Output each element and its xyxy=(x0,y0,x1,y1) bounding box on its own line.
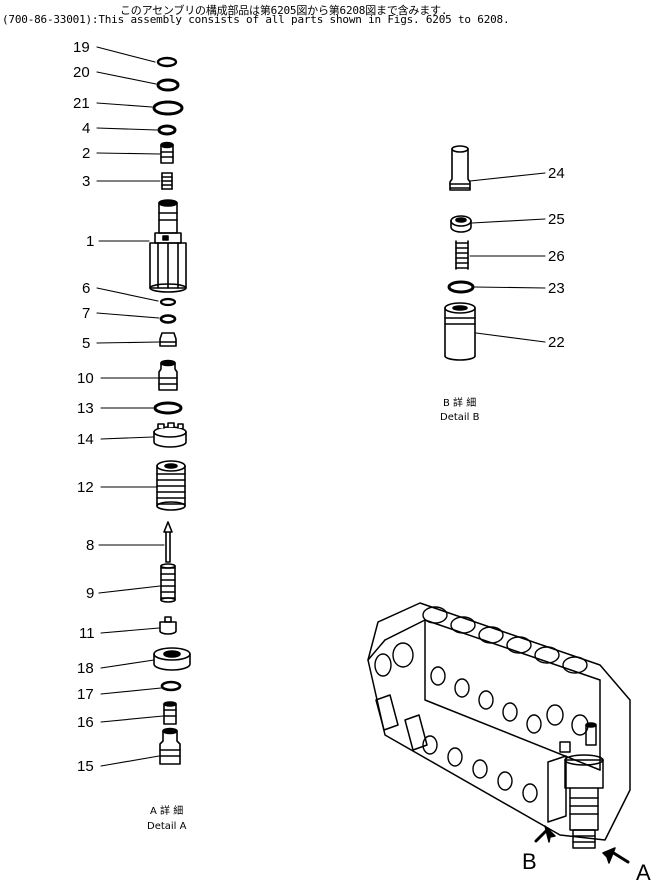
callout-8: 8 xyxy=(86,537,94,554)
detail-b-leaders xyxy=(469,172,546,343)
part-1-body xyxy=(149,199,187,293)
callout-3: 3 xyxy=(82,173,90,190)
header-english: (700-86-33001):This assembly consists of… xyxy=(2,13,510,26)
callout-1: 1 xyxy=(86,233,94,250)
detail-a-caption-jp: A 詳 細 xyxy=(150,804,183,817)
detail-b-parts xyxy=(444,145,476,361)
callout-24: 24 xyxy=(548,165,565,182)
callout-10: 10 xyxy=(77,370,94,387)
header-japanese: このアセンブリの構成部品は第6205図から第6208図まで含みます. xyxy=(120,4,448,17)
detail-b-caption-jp: B 詳 細 xyxy=(443,396,476,409)
callout-11: 11 xyxy=(79,625,95,642)
part-14-nut xyxy=(153,422,187,448)
callout-9: 9 xyxy=(86,585,94,602)
callout-16: 16 xyxy=(77,714,94,731)
callout-21: 21 xyxy=(73,95,90,112)
part-12-sleeve xyxy=(156,460,186,511)
callout-25: 25 xyxy=(548,211,565,228)
callout-19: 19 xyxy=(73,39,90,56)
callout-26: 26 xyxy=(548,248,565,265)
detail-a-caption-en: Detail A xyxy=(147,821,187,832)
control-valve-assembly xyxy=(367,602,631,864)
callout-22: 22 xyxy=(548,334,565,351)
view-marker-a: A xyxy=(636,860,651,882)
callout-6: 6 xyxy=(82,280,90,297)
view-marker-b: B xyxy=(522,849,537,874)
detail-b-caption-en: Detail B xyxy=(440,412,480,423)
callout-12: 12 xyxy=(77,479,94,496)
callout-23: 23 xyxy=(548,280,565,297)
callout-18: 18 xyxy=(77,660,94,677)
callout-14: 14 xyxy=(77,431,94,448)
callout-2: 2 xyxy=(82,145,90,162)
callout-13: 13 xyxy=(77,400,94,417)
callout-4: 4 xyxy=(82,120,90,137)
detail-a-parts xyxy=(149,56,191,765)
callout-17: 17 xyxy=(77,686,94,703)
callout-7: 7 xyxy=(82,305,90,322)
callout-15: 15 xyxy=(77,758,94,775)
detail-a-leaders xyxy=(96,46,165,767)
part-22-housing xyxy=(444,302,476,361)
callout-5: 5 xyxy=(82,335,90,352)
callout-20: 20 xyxy=(73,64,90,81)
